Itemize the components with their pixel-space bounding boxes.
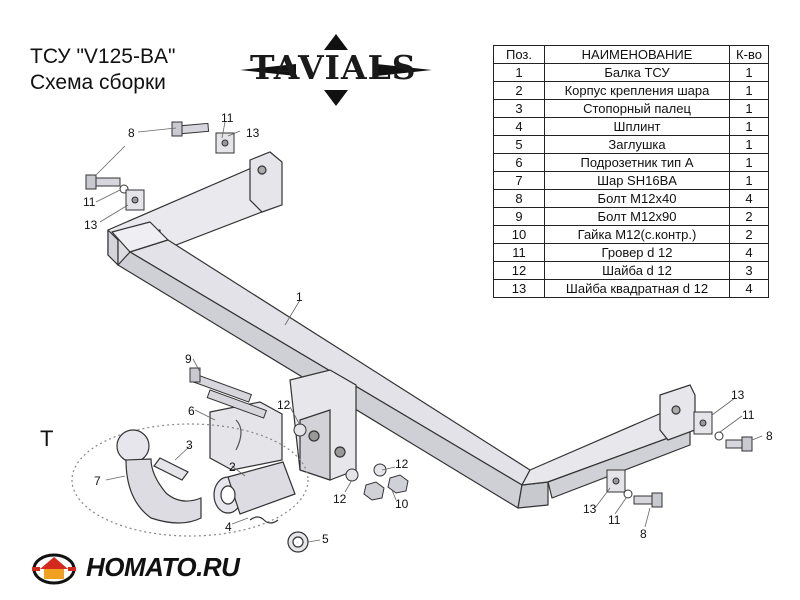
right-mounting-bracket: [659, 384, 696, 441]
cell-name: Болт М12х40: [544, 189, 730, 208]
callout-13-left: 13: [84, 218, 98, 232]
callout-8-left: 8: [128, 126, 135, 140]
cell-name: Шплинт: [544, 117, 730, 136]
callout-leaders: [94, 121, 763, 543]
diagram-title: ТСУ "V125-BA" Схема сборки: [30, 44, 175, 96]
title-model: ТСУ "V125-BA": [30, 45, 176, 68]
plug-cap: [287, 531, 309, 553]
col-header-qty: К-во: [729, 45, 769, 64]
callout-6: 6: [188, 404, 195, 418]
callout-7: 7: [94, 474, 101, 488]
callout-8-right-bottom: 8: [640, 527, 647, 541]
callout-3: 3: [186, 438, 193, 452]
group-label-t: T: [40, 426, 54, 451]
footer-brand: HOMATO.RU: [30, 552, 240, 586]
socket-plate: [209, 401, 283, 471]
cell-name: Подрозетник тип A: [544, 153, 730, 172]
callout-12-nut: 12: [395, 457, 409, 471]
bolt-set-right: [606, 411, 753, 508]
footer-site: HOMATO.RU: [86, 552, 240, 582]
logo-emblem: [240, 34, 432, 106]
tow-ball-group: [71, 423, 309, 537]
cell-qty: 4: [729, 279, 769, 298]
callout-9: 9: [185, 352, 192, 366]
callout-12-bracket: 12: [277, 398, 291, 412]
callout-12-washer: 12: [333, 492, 347, 506]
table-header-row: Поз. НАИМЕНОВАНИЕ К-во: [493, 45, 769, 64]
callout-2: 2: [229, 460, 236, 474]
callout-10: 10: [395, 497, 409, 511]
brand-logo: TAVIALS: [236, 30, 436, 110]
cell-name: Гайка М12(с.контр.): [544, 225, 730, 244]
nuts-and-washers: [293, 423, 409, 501]
left-mounting-bracket: [249, 151, 283, 213]
cell-pos: 13: [493, 279, 545, 298]
callout-5: 5: [322, 532, 329, 546]
cell-pos: 10: [493, 225, 545, 244]
callout-11-top: 11: [221, 111, 234, 125]
callout-13-top: 13: [246, 126, 260, 140]
long-bolt-set: [189, 367, 268, 419]
callout-13-bottom: 13: [583, 502, 597, 516]
center-ball-mount-bracket: [289, 369, 357, 481]
title-subtitle: Схема сборки: [30, 71, 166, 94]
tow-beam: [107, 159, 691, 509]
cell-qty: 1: [729, 99, 769, 118]
cell-qty: 2: [729, 207, 769, 226]
callout-11-right: 11: [742, 408, 755, 422]
callout-13-right: 13: [731, 388, 745, 402]
callout-1: 1: [296, 290, 303, 304]
col-header-name: НАИМЕНОВАНИЕ: [544, 45, 730, 64]
cell-qty: 2: [729, 225, 769, 244]
logo-text: TAVIALS: [250, 48, 417, 87]
bolt-set-left-top: [85, 121, 235, 211]
callout-11-bottom: 11: [608, 513, 621, 527]
callout-4: 4: [225, 520, 232, 534]
callout-8-right-top: 8: [766, 429, 773, 443]
cell-name: Шайба квадратная d 12: [544, 279, 730, 298]
homato-logo-icon: [32, 553, 76, 585]
cell-name: Заглушка: [544, 135, 730, 154]
callout-11-left: 11: [83, 195, 96, 209]
